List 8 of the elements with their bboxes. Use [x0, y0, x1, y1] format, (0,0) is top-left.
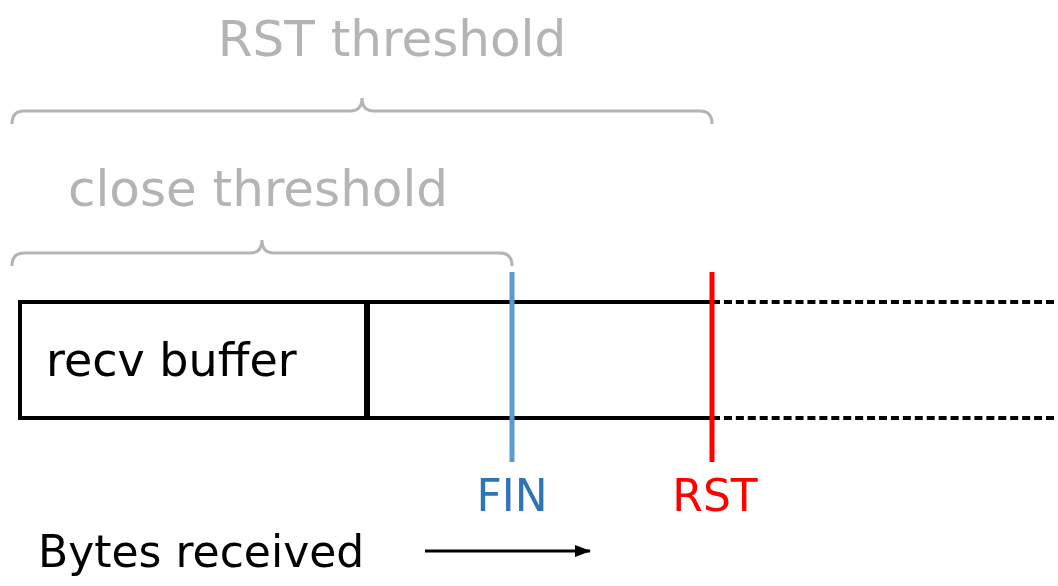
fin-label: FIN: [476, 474, 548, 518]
buffer-box: [18, 300, 368, 420]
threshold-label: RST threshold: [217, 14, 567, 64]
axis-label: Bytes received: [38, 530, 365, 574]
dashed-box: [712, 300, 1054, 420]
buffer-label: recv buffer: [46, 333, 297, 387]
threshold-label: close threshold: [67, 164, 449, 214]
rst-label: RST: [672, 474, 758, 518]
